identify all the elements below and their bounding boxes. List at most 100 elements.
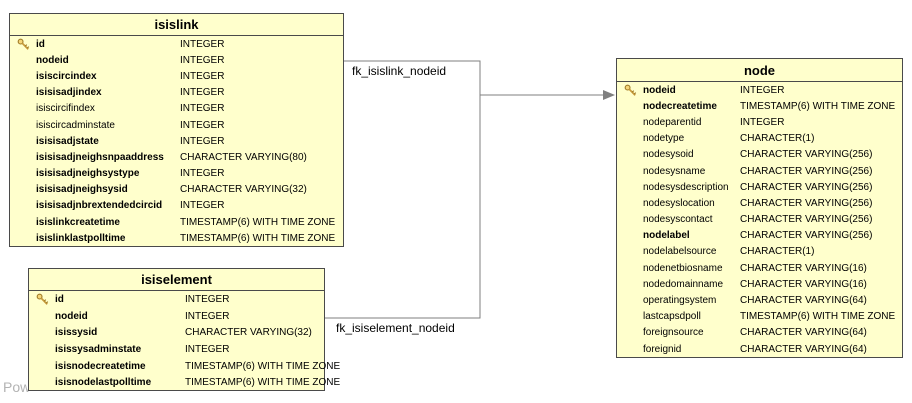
column-type: CHARACTER VARYING(256) — [740, 230, 873, 242]
table-row: nodelabelsource CHARACTER(1) — [617, 244, 902, 260]
column-name: isislinkcreatetime — [36, 216, 120, 228]
column-name: isissysid — [55, 327, 98, 339]
table-row: isisnodecreatetime TIMESTAMP(6) WITH TIM… — [29, 358, 340, 375]
column-name: isisisadjneighsysid — [36, 184, 128, 196]
column-type: TIMESTAMP(6) WITH TIME ZONE — [740, 311, 896, 323]
column-type: INTEGER — [180, 119, 225, 131]
primary-key-icon — [29, 376, 55, 389]
primary-key-icon — [10, 86, 36, 99]
column-type: INTEGER — [180, 87, 225, 99]
table-title: node — [617, 59, 902, 82]
table-row: nodedomainname CHARACTER VARYING(16) — [617, 276, 902, 292]
primary-key-icon — [617, 197, 643, 210]
column-name: nodedomainname — [643, 278, 724, 290]
primary-key-icon — [617, 262, 643, 275]
column-type: CHARACTER VARYING(64) — [740, 327, 867, 339]
column-type: INTEGER — [740, 84, 785, 96]
column-name: nodesysname — [643, 165, 706, 177]
table-row: nodeid INTEGER — [29, 308, 324, 325]
column-type: TIMESTAMP(6) WITH TIME ZONE — [740, 100, 896, 112]
primary-key-icon — [617, 181, 643, 194]
table-row: isisnodelastpolltime TIMESTAMP(6) WITH T… — [29, 374, 340, 391]
column-name: lastcapsdpoll — [643, 311, 701, 323]
column-name: isisnodecreatetime — [55, 360, 146, 372]
column-type: CHARACTER VARYING(256) — [740, 197, 873, 209]
column-type: CHARACTER VARYING(256) — [740, 165, 873, 177]
table-row: operatingsystem CHARACTER VARYING(64) — [617, 292, 902, 308]
column-name: isisisadjstate — [36, 135, 99, 147]
table-row: nodelabel CHARACTER VARYING(256) — [617, 228, 902, 244]
column-name: nodelabel — [643, 230, 690, 242]
fk-isislink-connector-line — [344, 60, 604, 96]
primary-key-icon — [617, 100, 643, 113]
table-row: lastcapsdpoll TIMESTAMP(6) WITH TIME ZON… — [617, 309, 902, 325]
column-type: CHARACTER VARYING(256) — [740, 181, 873, 193]
column-type: INTEGER — [180, 54, 225, 66]
primary-key-icon — [617, 245, 643, 258]
table-node: node nodeid INTEGER — [616, 58, 903, 358]
fk-isiselement-nodeid-label: fk_isiselement_nodeid — [336, 321, 455, 335]
column-name: isiscircifindex — [36, 103, 95, 115]
table-row: nodesyslocation CHARACTER VARYING(256) — [617, 195, 902, 211]
primary-key-icon — [10, 119, 36, 132]
column-name: foreignsource — [643, 327, 704, 339]
primary-key-icon — [617, 213, 643, 226]
primary-key-icon — [617, 310, 643, 323]
table-title: isislink — [10, 14, 343, 36]
table-row: id INTEGER — [10, 36, 343, 52]
column-type: CHARACTER VARYING(32) — [180, 184, 307, 196]
primary-key-icon — [617, 294, 643, 307]
column-type: CHARACTER VARYING(16) — [740, 278, 867, 290]
table-row: isisisadjnbrextendedcircid INTEGER — [10, 198, 343, 214]
column-name: nodeid — [36, 54, 69, 66]
column-type: INTEGER — [180, 70, 225, 82]
fk-arrowhead-icon — [603, 90, 615, 100]
column-type: TIMESTAMP(6) WITH TIME ZONE — [185, 377, 341, 389]
column-name: isisisadjindex — [36, 87, 102, 99]
column-type: INTEGER — [180, 135, 225, 147]
table-row: isiscircifindex INTEGER — [10, 101, 343, 117]
table-row: foreignsource CHARACTER VARYING(64) — [617, 325, 902, 341]
column-type: INTEGER — [740, 116, 785, 128]
primary-key-icon — [10, 38, 36, 51]
table-row: nodecreatetime TIMESTAMP(6) WITH TIME ZO… — [617, 98, 902, 114]
primary-key-icon — [29, 343, 55, 356]
table-row: isisisadjindex INTEGER — [10, 85, 343, 101]
primary-key-icon — [10, 216, 36, 229]
column-list: id INTEGER nodeid INTEGER — [10, 36, 343, 246]
table-title: isiselement — [29, 269, 324, 291]
column-name: isisisadjneighsystype — [36, 168, 140, 180]
table-row: isiscircadminstate INTEGER — [10, 117, 343, 133]
column-name: nodesysoid — [643, 149, 694, 161]
primary-key-icon — [10, 102, 36, 115]
column-type: CHARACTER VARYING(16) — [740, 262, 867, 274]
column-name: isissysadminstate — [55, 343, 142, 355]
primary-key-icon — [617, 326, 643, 339]
table-row: isissysadminstate INTEGER — [29, 341, 324, 358]
column-list: nodeid INTEGER nodecreatetime TIMESTAMP(… — [617, 82, 902, 357]
column-name: nodetype — [643, 133, 685, 145]
table-row: isiscircindex INTEGER — [10, 68, 343, 84]
table-row: nodeid INTEGER — [10, 52, 343, 68]
column-name: isisisadjnbrextendedcircid — [36, 200, 163, 212]
column-type: CHARACTER(1) — [740, 133, 815, 145]
column-type: TIMESTAMP(6) WITH TIME ZONE — [180, 216, 336, 228]
primary-key-icon — [617, 343, 643, 356]
table-row: nodesysname CHARACTER VARYING(256) — [617, 163, 902, 179]
column-type: INTEGER — [180, 38, 225, 50]
column-type: CHARACTER VARYING(256) — [740, 149, 873, 161]
primary-key-icon — [29, 310, 55, 323]
column-name: isisnodelastpolltime — [55, 377, 152, 389]
column-type: CHARACTER(1) — [740, 246, 815, 258]
table-row: isisisadjneighsnpaaddress CHARACTER VARY… — [10, 149, 343, 165]
table-row: nodeparentid INTEGER — [617, 114, 902, 130]
column-name: nodesysdescription — [643, 181, 729, 193]
column-name: isislinklastpolltime — [36, 232, 126, 244]
watermark-text: Pow — [3, 379, 31, 395]
column-name: isiscircadminstate — [36, 119, 115, 131]
column-name: nodelabelsource — [643, 246, 717, 258]
column-type: CHARACTER VARYING(80) — [180, 151, 307, 163]
table-row: nodenetbiosname CHARACTER VARYING(16) — [617, 260, 902, 276]
primary-key-icon — [29, 293, 55, 306]
